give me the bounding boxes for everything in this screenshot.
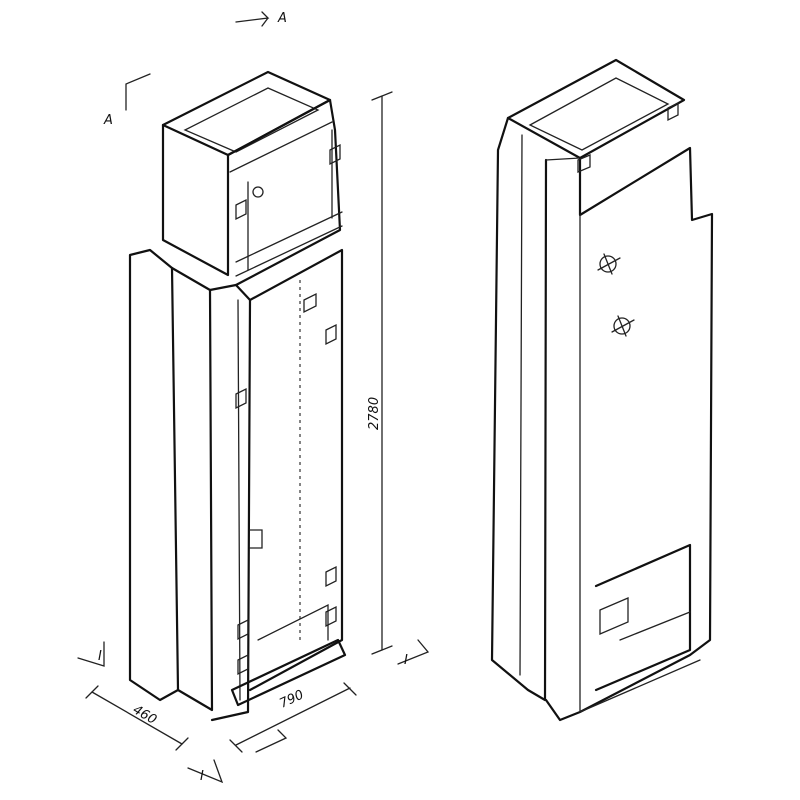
height-dim-label: 2780 bbox=[367, 397, 382, 430]
section-a-left-arrow bbox=[125, 73, 151, 111]
left-lower-panel-step bbox=[249, 529, 263, 549]
left-lower-pilaster bbox=[170, 266, 214, 712]
left-bottom-tray bbox=[230, 638, 347, 707]
left-unit bbox=[128, 70, 347, 722]
right-base bbox=[579, 659, 701, 713]
left-upper-box-bolt bbox=[252, 186, 264, 198]
left-clip-3 bbox=[235, 387, 247, 410]
depth-dim-label: 460 bbox=[130, 702, 159, 727]
section-mark-a-left: A bbox=[103, 73, 151, 128]
section-mark-i-tray bbox=[255, 729, 288, 753]
section-i-right-arrow bbox=[397, 639, 430, 665]
left-clip-9 bbox=[235, 198, 247, 221]
left-lower-front-frame bbox=[208, 283, 252, 722]
depth-dim-tick-a bbox=[85, 685, 99, 699]
left-clip-5 bbox=[325, 605, 337, 628]
section-i-tray-arrow bbox=[255, 729, 288, 753]
width-dim-tick-a bbox=[229, 739, 243, 753]
right-top-clip-2 bbox=[667, 101, 679, 122]
right-bottom-opening bbox=[594, 543, 692, 692]
left-clip-7 bbox=[237, 653, 249, 676]
left-bottom-tray-inner bbox=[257, 603, 329, 641]
section-mark-i-right: I bbox=[397, 639, 430, 668]
height-dim-tick-bottom bbox=[371, 645, 393, 655]
right-left-pilaster bbox=[519, 134, 581, 676]
left-upper-box-inner-rim bbox=[183, 87, 320, 153]
section-i-right-label: I bbox=[404, 653, 408, 668]
section-mark-a-top: A bbox=[235, 11, 287, 27]
left-clip-6 bbox=[237, 618, 249, 641]
section-mark-i-bottom: I bbox=[187, 759, 224, 784]
right-bottom-opening-floor bbox=[599, 597, 691, 641]
section-i-left-label: I bbox=[98, 649, 102, 664]
height-dim-tick-top bbox=[371, 91, 393, 101]
left-upper-box-inner-edge bbox=[247, 129, 333, 271]
left-lower-open-panel bbox=[248, 248, 344, 692]
left-lower-side-face bbox=[128, 248, 180, 702]
section-i-bottom-arrow bbox=[187, 759, 224, 784]
left-clip-2 bbox=[303, 292, 317, 314]
right-top-inner-rim bbox=[528, 77, 670, 151]
depth-dim-tick-b bbox=[175, 737, 189, 751]
left-clip-4 bbox=[325, 565, 337, 588]
right-bolt-1-icon bbox=[597, 253, 621, 275]
dimension-depth: 460 bbox=[85, 685, 189, 751]
section-a-top-arrow bbox=[235, 11, 270, 27]
dimension-height: 2780 bbox=[367, 91, 393, 655]
right-top-clip-1 bbox=[577, 154, 591, 173]
left-clip-8 bbox=[329, 143, 341, 166]
left-upper-box-front-face bbox=[226, 98, 342, 287]
section-mark-i-left: I bbox=[77, 641, 105, 667]
right-top-rim bbox=[506, 58, 686, 160]
left-upper-box-left-face bbox=[161, 123, 230, 277]
left-lower-inner-post bbox=[237, 299, 241, 701]
right-unit bbox=[490, 58, 714, 722]
right-left-face bbox=[490, 116, 548, 702]
width-dim-label: 790 bbox=[277, 688, 306, 712]
right-front-face bbox=[544, 146, 714, 722]
left-clip-1 bbox=[325, 323, 337, 346]
left-upper-box-band bbox=[229, 121, 343, 277]
section-i-left-arrow bbox=[77, 641, 105, 667]
width-dim-line bbox=[235, 687, 351, 746]
section-a-top-label: A bbox=[277, 11, 287, 26]
section-a-left-label: A bbox=[103, 113, 113, 128]
right-bolt-2-icon bbox=[611, 315, 635, 337]
width-dim-tick-b bbox=[343, 682, 357, 696]
depth-dim-line bbox=[91, 691, 183, 745]
section-i-bottom-label: I bbox=[200, 769, 204, 784]
